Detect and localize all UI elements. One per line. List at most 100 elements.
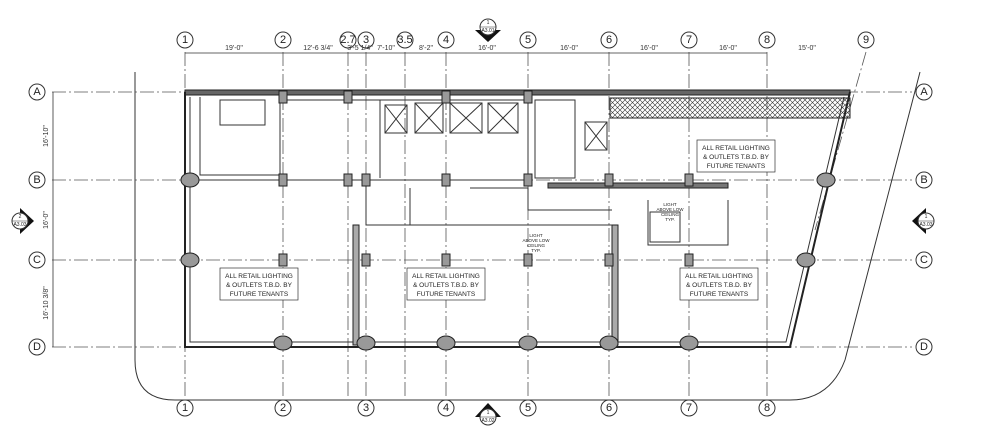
svg-text:FUTURE TENANTS: FUTURE TENANTS — [417, 291, 476, 298]
grid-bubble-bottom-2: 2 — [274, 399, 292, 417]
section-marker-bottom[interactable]: 1 A3.02 — [475, 403, 501, 426]
note-retail-1: ALL RETAIL LIGHTING & OUTLETS T.B.D. BY … — [219, 267, 299, 301]
svg-text:4: 4 — [443, 402, 449, 414]
grid-bubble-left-C: C — [28, 251, 46, 269]
dimension-label: 12'-6 3/4" — [303, 45, 333, 52]
structural-column — [361, 253, 371, 267]
dimension-label: 3'-5 1/4" — [347, 45, 373, 52]
svg-text:A3.01: A3.01 — [481, 28, 494, 34]
note-retail-3: ALL RETAIL LIGHTING & OUTLETS T.B.D. BY … — [679, 267, 759, 301]
grid-bubble-top-8: 8 — [758, 31, 776, 49]
structural-columns — [180, 90, 836, 351]
svg-text:7: 7 — [686, 34, 692, 46]
section-marker-right[interactable]: 1 A3.03 — [912, 208, 935, 234]
svg-text:A3.02: A3.02 — [481, 418, 494, 424]
note-retail-2: ALL RETAIL LIGHTING & OUTLETS T.B.D. BY … — [406, 267, 486, 301]
dimension-label-side: 16'-10 3/8" — [43, 286, 50, 320]
svg-text:TYP.: TYP. — [531, 248, 540, 253]
svg-text:2.7: 2.7 — [340, 34, 355, 46]
svg-text:FUTURE TENANTS: FUTURE TENANTS — [230, 291, 289, 298]
structural-column — [684, 173, 694, 187]
dimension-label: 19'-0" — [225, 45, 243, 52]
dimension-label: 16'-0" — [640, 45, 658, 52]
svg-text:3: 3 — [363, 402, 369, 414]
grid-bubble-right-D: D — [915, 338, 933, 356]
grid-bubble-top-9: 9 — [857, 31, 875, 49]
svg-text:ALL RETAIL LIGHTING: ALL RETAIL LIGHTING — [225, 273, 293, 280]
svg-text:C: C — [920, 254, 928, 266]
dimension-label: 15'-0" — [798, 45, 816, 52]
svg-text:A: A — [33, 86, 41, 98]
svg-text:& OUTLETS T.B.D. BY: & OUTLETS T.B.D. BY — [686, 282, 753, 289]
grid-bubble-top-3.5: 3.5 — [396, 31, 414, 49]
grid-bubble-bottom-3: 3 — [357, 399, 375, 417]
structural-column — [441, 173, 451, 187]
svg-text:9: 9 — [863, 34, 869, 46]
svg-text:1: 1 — [925, 214, 928, 220]
structural-column — [441, 253, 451, 267]
svg-text:4: 4 — [443, 34, 449, 46]
dimension-label: 7'-10" — [377, 45, 395, 52]
facade-pier — [180, 252, 200, 268]
grid-bubble-left-A: A — [28, 83, 46, 101]
facade-pier — [679, 335, 699, 351]
svg-text:FUTURE TENANTS: FUTURE TENANTS — [690, 291, 749, 298]
svg-text:CEILING: CEILING — [661, 212, 680, 217]
grid-line-col-9 — [814, 51, 867, 231]
section-marker-left[interactable]: 2 A3.03 — [11, 208, 34, 234]
structural-column — [278, 90, 288, 104]
grid-bubble-left-D: D — [28, 338, 46, 356]
grid-bubble-top-2: 2 — [274, 31, 292, 49]
dimension-label-side: 16'-10" — [43, 125, 50, 147]
dimension-label: 16'-0" — [719, 45, 737, 52]
facade-pier — [518, 335, 538, 351]
svg-text:TYP.: TYP. — [665, 217, 674, 222]
dimension-label: 16'-0" — [478, 45, 496, 52]
svg-text:1: 1 — [182, 34, 188, 46]
note-retail-4: ALL RETAIL LIGHTING & OUTLETS T.B.D. BY … — [696, 139, 776, 173]
svg-text:LIGHT: LIGHT — [529, 233, 543, 238]
svg-text:CEILING: CEILING — [527, 243, 546, 248]
facade-pier — [356, 335, 376, 351]
structural-column — [684, 253, 694, 267]
svg-text:5: 5 — [525, 402, 531, 414]
facade-pier — [273, 335, 293, 351]
svg-text:ABOVE LOW: ABOVE LOW — [522, 238, 550, 243]
grid-bubble-bottom-7: 7 — [680, 399, 698, 417]
svg-text:2: 2 — [19, 214, 22, 220]
dimension-label-side: 16'-0" — [43, 211, 50, 229]
svg-text:D: D — [920, 341, 928, 353]
grid-bubble-right-A: A — [915, 83, 933, 101]
svg-text:& OUTLETS T.B.D. BY: & OUTLETS T.B.D. BY — [226, 282, 293, 289]
svg-text:8: 8 — [764, 34, 770, 46]
note-light-1: LIGHT ABOVE LOW CEILING TYP. — [522, 233, 550, 253]
structural-column — [361, 173, 371, 187]
grid-bubble-left-B: B — [28, 171, 46, 189]
grid-bubble-top-4: 4 — [437, 31, 455, 49]
facade-pier — [599, 335, 619, 351]
svg-text:ALL RETAIL LIGHTING: ALL RETAIL LIGHTING — [685, 273, 753, 280]
svg-text:3.5: 3.5 — [397, 34, 412, 46]
structural-column — [604, 173, 614, 187]
facade-pier — [436, 335, 456, 351]
grid-bubble-top-2.7: 2.7 — [339, 31, 357, 49]
svg-text:2: 2 — [280, 34, 286, 46]
svg-text:1: 1 — [487, 410, 490, 416]
grid-bubble-bottom-5: 5 — [519, 399, 537, 417]
svg-text:A3.03: A3.03 — [919, 222, 932, 228]
structural-column — [523, 173, 533, 187]
facade-pier — [796, 252, 816, 268]
structural-column — [278, 253, 288, 267]
svg-text:B: B — [920, 174, 927, 186]
svg-text:2: 2 — [280, 402, 286, 414]
svg-text:LIGHT: LIGHT — [663, 202, 677, 207]
structural-column — [343, 173, 353, 187]
svg-text:A: A — [920, 86, 928, 98]
svg-text:1: 1 — [487, 20, 490, 26]
structural-column — [278, 173, 288, 187]
note-light-2: LIGHT ABOVE LOW CEILING TYP. — [656, 202, 684, 222]
section-marker-top[interactable]: 1 A3.01 — [475, 18, 501, 42]
svg-text:ABOVE LOW: ABOVE LOW — [656, 207, 684, 212]
